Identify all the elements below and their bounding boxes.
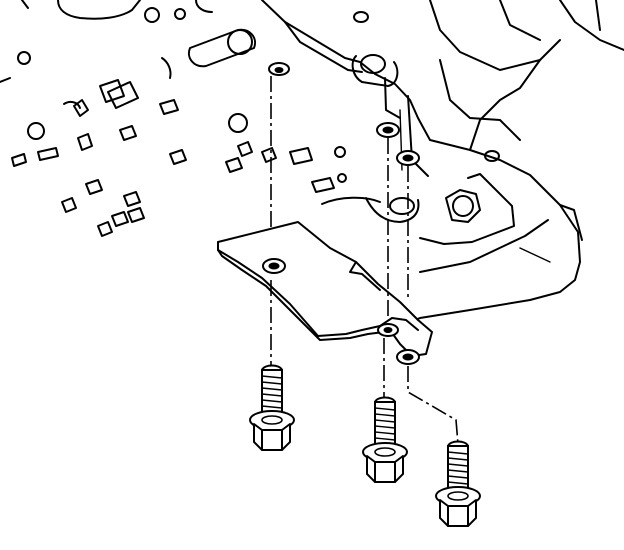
centerline-right-lower bbox=[407, 366, 459, 445]
mounting-bracket bbox=[217, 221, 433, 365]
flange-bolt-right bbox=[435, 440, 481, 527]
case-bolt-holes bbox=[268, 62, 420, 166]
transmission-case bbox=[0, 0, 624, 323]
flange-bolt-left bbox=[249, 364, 295, 451]
flange-bolt-middle bbox=[362, 396, 408, 483]
alignment-centerlines bbox=[270, 76, 459, 445]
